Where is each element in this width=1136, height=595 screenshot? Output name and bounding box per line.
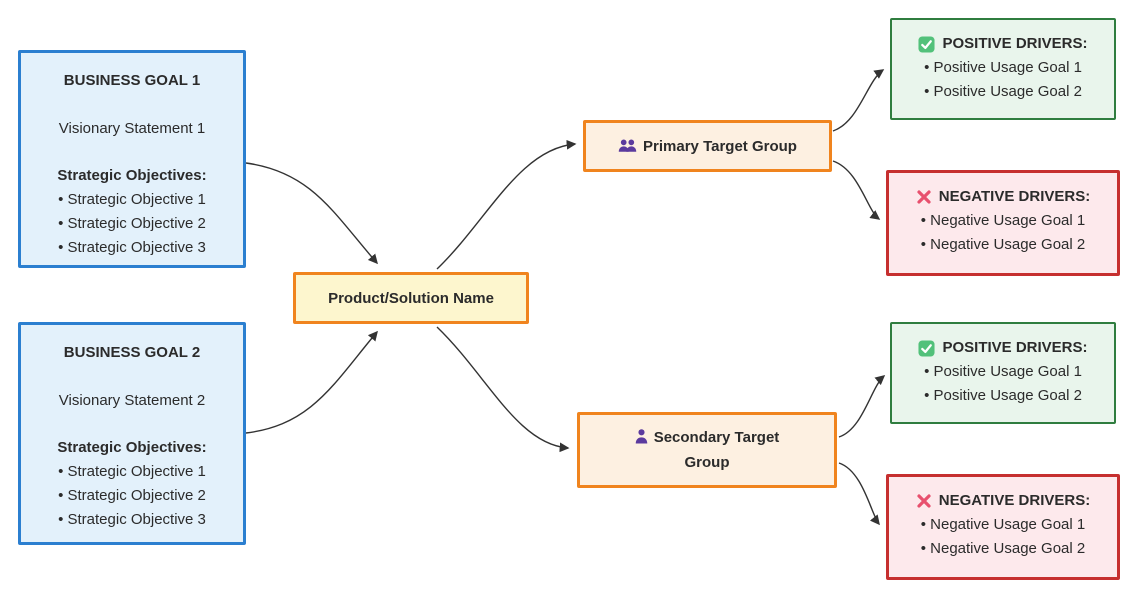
business-goal-title: BUSINESS GOAL 1 <box>63 72 201 89</box>
usage-goal-item: Negative Usage Goal 2 <box>889 537 1117 561</box>
positive-drivers-secondary-node: POSITIVE DRIVERS: Positive Usage Goal 1 … <box>890 322 1116 424</box>
cross-icon <box>916 189 932 205</box>
negative-drivers-list: Negative Usage Goal 1 Negative Usage Goa… <box>889 513 1117 561</box>
strategic-objective-item: Strategic Objective 3 <box>21 236 243 260</box>
edge-primary-to-positive <box>832 69 885 132</box>
primary-target-group-label: Primary Target Group <box>643 137 797 155</box>
strategic-objectives-heading: Strategic Objectives: <box>57 167 207 184</box>
strategic-objective-item: Strategic Objective 1 <box>21 188 243 212</box>
primary-target-group-node: Primary Target Group <box>583 120 832 172</box>
usage-goal-item: Positive Usage Goal 1 <box>892 360 1114 384</box>
negative-drivers-primary-node: NEGATIVE DRIVERS: Negative Usage Goal 1 … <box>886 170 1120 276</box>
strategic-objective-item: Strategic Objective 1 <box>21 460 243 484</box>
users-icon <box>618 139 637 153</box>
secondary-target-group-node: Secondary Target Group <box>577 412 837 488</box>
strategic-objective-item: Strategic Objective 2 <box>21 212 243 236</box>
strategic-objective-item: Strategic Objective 2 <box>21 484 243 508</box>
edge-product-to-primary-group <box>436 139 577 270</box>
negative-drivers-title: NEGATIVE DRIVERS: <box>938 492 1091 509</box>
positive-drivers-primary-node: POSITIVE DRIVERS: Positive Usage Goal 1 … <box>890 18 1116 120</box>
negative-drivers-list: Negative Usage Goal 1 Negative Usage Goa… <box>889 209 1117 257</box>
negative-drivers-secondary-node: NEGATIVE DRIVERS: Negative Usage Goal 1 … <box>886 474 1120 580</box>
usage-goal-item: Negative Usage Goal 1 <box>889 209 1117 233</box>
negative-drivers-title: NEGATIVE DRIVERS: <box>938 188 1091 205</box>
business-goal-2-node: BUSINESS GOAL 2 Visionary Statement 2 St… <box>18 322 246 545</box>
positive-drivers-title: POSITIVE DRIVERS: <box>942 339 1088 356</box>
edge-primary-to-negative <box>832 160 881 220</box>
edge-goal2-to-product <box>245 330 378 434</box>
business-goal-1-node: BUSINESS GOAL 1 Visionary Statement 1 St… <box>18 50 246 268</box>
strategic-objectives-list: Strategic Objective 1 Strategic Objectiv… <box>21 188 243 260</box>
visionary-statement: Visionary Statement 1 <box>58 120 206 137</box>
positive-drivers-list: Positive Usage Goal 1 Positive Usage Goa… <box>892 56 1114 104</box>
product-solution-label: Product/Solution Name <box>328 289 494 307</box>
edge-secondary-to-negative <box>838 462 880 526</box>
secondary-target-group-label: Secondary Target Group <box>653 429 780 471</box>
usage-goal-item: Positive Usage Goal 1 <box>892 56 1114 80</box>
visionary-statement: Visionary Statement 2 <box>58 392 206 409</box>
usage-goal-item: Positive Usage Goal 2 <box>892 80 1114 104</box>
edge-product-to-secondary-group <box>436 326 570 453</box>
usage-goal-item: Negative Usage Goal 2 <box>889 233 1117 257</box>
user-icon <box>635 429 648 444</box>
usage-goal-item: Positive Usage Goal 2 <box>892 384 1114 408</box>
strategic-objective-item: Strategic Objective 3 <box>21 508 243 532</box>
positive-drivers-title: POSITIVE DRIVERS: <box>942 35 1088 52</box>
check-icon <box>918 35 936 53</box>
strategic-objectives-list: Strategic Objective 1 Strategic Objectiv… <box>21 460 243 532</box>
business-goal-title: BUSINESS GOAL 2 <box>63 344 201 361</box>
cross-icon <box>916 493 932 509</box>
positive-drivers-list: Positive Usage Goal 1 Positive Usage Goa… <box>892 360 1114 408</box>
usage-goal-item: Negative Usage Goal 1 <box>889 513 1117 537</box>
edge-goal1-to-product <box>245 162 378 265</box>
product-solution-node: Product/Solution Name <box>293 272 529 324</box>
check-icon <box>918 339 936 357</box>
strategic-objectives-heading: Strategic Objectives: <box>57 439 207 456</box>
edge-secondary-to-positive <box>838 375 886 438</box>
